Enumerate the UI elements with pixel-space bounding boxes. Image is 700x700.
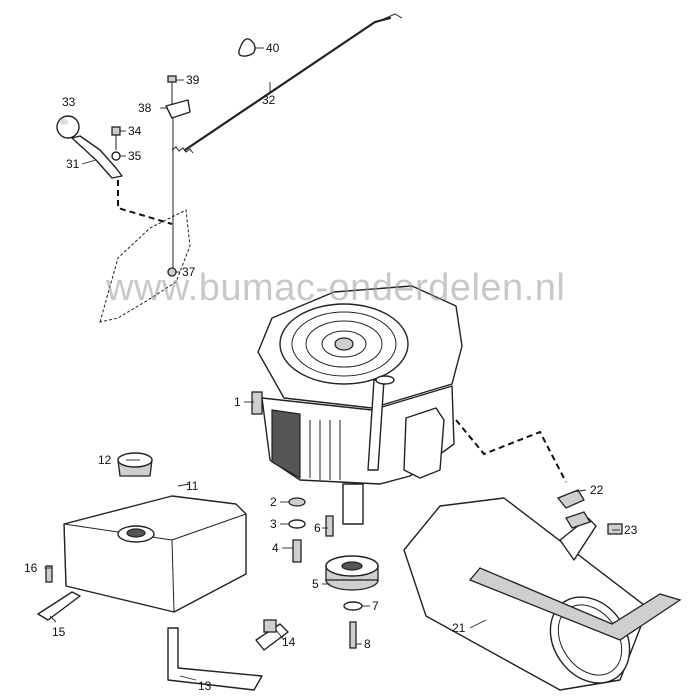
label-1: 1 bbox=[234, 395, 241, 409]
crank-hardware bbox=[288, 497, 379, 649]
label-35: 35 bbox=[128, 149, 142, 163]
label-15: 15 bbox=[52, 625, 66, 639]
label-8: 8 bbox=[364, 637, 371, 651]
label-16: 16 bbox=[24, 561, 38, 575]
label-23: 23 bbox=[624, 523, 638, 537]
cable-clip bbox=[238, 38, 256, 57]
tank-bracket bbox=[37, 591, 81, 621]
mounting-plate bbox=[99, 209, 191, 323]
watermark-text: www.bumac-onderdelen.nl bbox=[105, 267, 565, 309]
crankshaft bbox=[342, 483, 364, 525]
washer-2 bbox=[288, 497, 306, 507]
fuel-tank bbox=[63, 495, 247, 613]
label-37: 37 bbox=[182, 265, 196, 279]
fuel-tank-assembly bbox=[37, 452, 289, 691]
label-32: 32 bbox=[262, 93, 276, 107]
label-33: 33 bbox=[62, 95, 76, 109]
washer-7 bbox=[343, 601, 363, 611]
bolt-4 bbox=[292, 539, 302, 563]
label-14: 14 bbox=[282, 635, 296, 649]
label-3: 3 bbox=[270, 517, 277, 531]
label-13: 13 bbox=[198, 679, 212, 693]
hose-clamp-14 bbox=[263, 619, 277, 633]
muffler-assembly bbox=[403, 489, 682, 691]
label-38: 38 bbox=[138, 101, 152, 115]
label-31: 31 bbox=[66, 157, 80, 171]
control-lever bbox=[71, 135, 123, 179]
fuel-line bbox=[167, 627, 263, 691]
label-40: 40 bbox=[266, 41, 280, 55]
cable-bracket bbox=[165, 99, 191, 119]
label-7: 7 bbox=[372, 599, 379, 613]
throttle-cable-assembly bbox=[56, 13, 403, 323]
engine bbox=[251, 285, 463, 525]
bolt-39 bbox=[167, 75, 177, 83]
label-2: 2 bbox=[270, 495, 277, 509]
label-39: 39 bbox=[186, 73, 200, 87]
control-knob bbox=[56, 115, 80, 139]
label-22: 22 bbox=[590, 483, 604, 497]
label-34: 34 bbox=[128, 124, 142, 138]
leader-lines bbox=[44, 47, 620, 681]
washer-35 bbox=[111, 151, 121, 161]
label-21: 21 bbox=[452, 621, 466, 635]
bolt-23 bbox=[607, 523, 623, 535]
air-filter-housing bbox=[403, 407, 445, 479]
gasket-22 bbox=[556, 489, 585, 509]
washer-3 bbox=[288, 519, 306, 529]
cable-spring bbox=[171, 146, 194, 154]
bolt-8 bbox=[349, 621, 357, 649]
key-6 bbox=[325, 515, 334, 537]
bolt-34 bbox=[111, 126, 121, 136]
label-4: 4 bbox=[272, 541, 279, 555]
label-5: 5 bbox=[312, 577, 319, 591]
part-number-labels: 40 39 32 38 33 34 35 31 37 1 2 3 4 6 5 7… bbox=[24, 41, 638, 693]
bolt-16 bbox=[45, 565, 53, 583]
label-12: 12 bbox=[98, 453, 112, 467]
throttle-cable bbox=[183, 16, 392, 152]
label-11: 11 bbox=[186, 479, 199, 493]
mounting-tab bbox=[251, 391, 263, 415]
label-6: 6 bbox=[314, 521, 321, 535]
